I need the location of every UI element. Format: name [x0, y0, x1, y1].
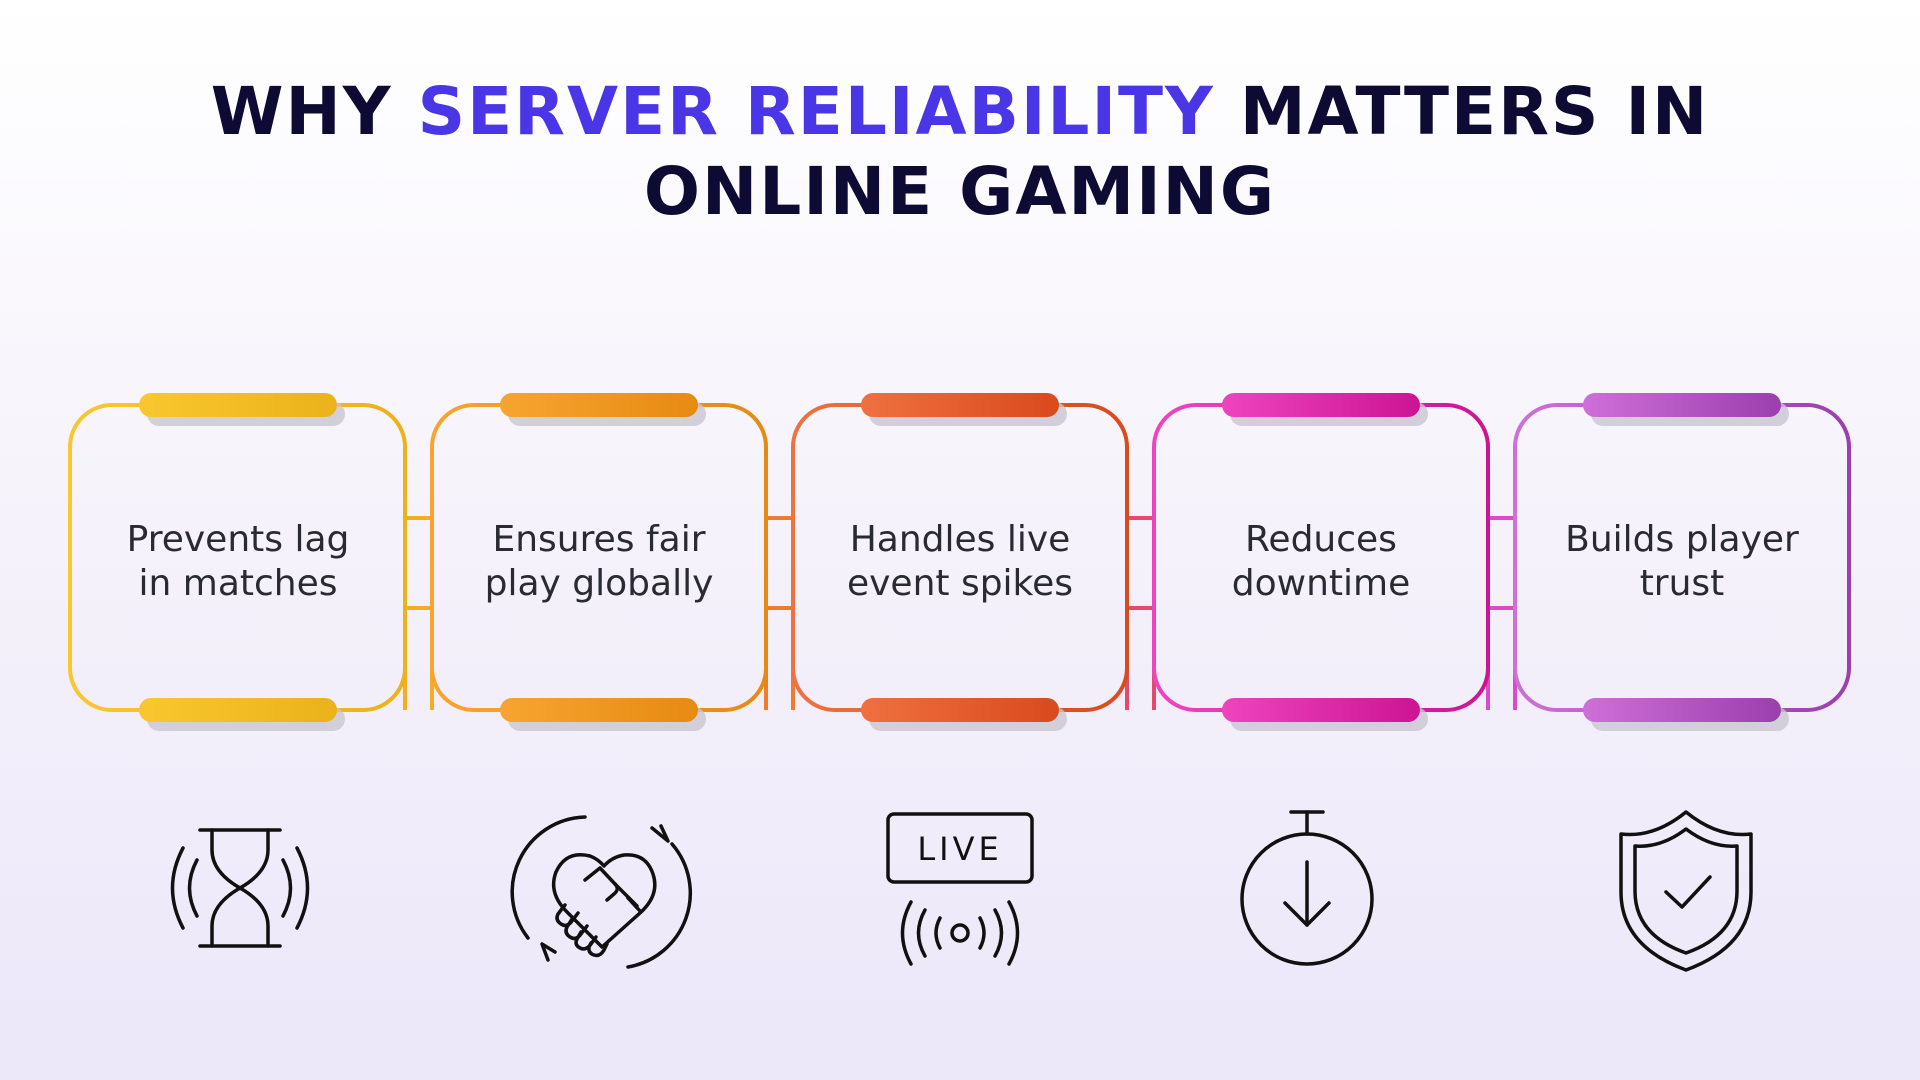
card-2-text: Ensures fair play globally: [449, 518, 749, 606]
card-3-line-2: event spikes: [846, 563, 1074, 604]
card-1-line-2: in matches: [138, 563, 338, 604]
connector-4: [1486, 450, 1517, 710]
card-4-line-1: Reduces: [1245, 519, 1397, 560]
card-1-text: Prevents lag in matches: [88, 518, 388, 606]
card-5-text: Builds player trust: [1532, 518, 1832, 606]
card-4-text: Reduces downtime: [1171, 518, 1471, 606]
card-4-line-2: downtime: [1231, 563, 1411, 604]
card-5-line-1: Builds player: [1565, 519, 1799, 560]
stopwatch-down-icon: [1240, 810, 1374, 966]
card-1: [68, 393, 407, 731]
page-title: WHY SERVER RELIABILITY MATTERS IN ONLINE…: [0, 72, 1920, 232]
live-label: LIVE: [917, 830, 1002, 868]
title-line-2: ONLINE GAMING: [643, 153, 1277, 230]
card-2-line-1: Ensures fair: [492, 519, 706, 560]
card-5: [1513, 393, 1851, 731]
card-2-line-2: play globally: [484, 563, 714, 604]
card-3-line-1: Handles live: [849, 519, 1071, 560]
connector-3: [1125, 450, 1156, 710]
hourglass-icon: [170, 828, 310, 948]
shield-check-icon: [1619, 810, 1753, 972]
connector-2: [764, 450, 795, 710]
handshake-heart-icon: [510, 815, 692, 969]
title-suffix: MATTERS IN: [1214, 73, 1710, 150]
card-3: [791, 393, 1129, 731]
card-1-line-1: Prevents lag: [126, 519, 350, 560]
connector-1: [403, 450, 434, 710]
card-4: [1152, 393, 1490, 731]
live-broadcast-icon: LIVE: [886, 812, 1034, 966]
title-prefix: WHY: [210, 73, 418, 150]
card-2: [430, 393, 768, 731]
title-highlight: SERVER RELIABILITY: [417, 73, 1215, 150]
card-5-line-2: trust: [1639, 563, 1725, 604]
card-3-text: Handles live event spikes: [810, 518, 1110, 606]
